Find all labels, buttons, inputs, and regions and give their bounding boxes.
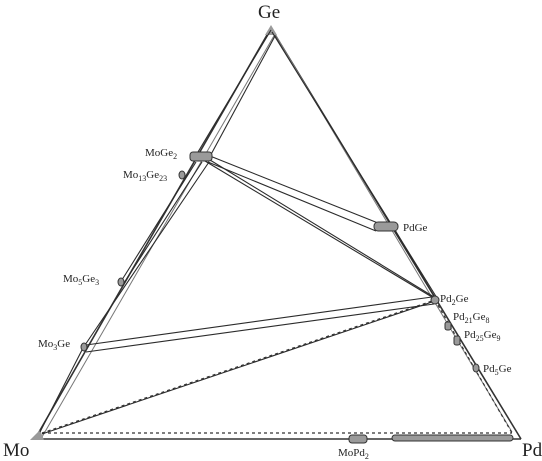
pd5ge-region — [472, 363, 480, 373]
mo3ge-region — [80, 342, 88, 352]
phase-regions — [80, 151, 514, 444]
pd21ge8-label: Pd21Ge8 — [453, 311, 489, 325]
pd2ge-label: Pd2Ge — [440, 293, 469, 307]
pd-label: Pd — [522, 440, 542, 461]
pdge-label: PdGe — [403, 222, 428, 234]
pd2ge-region — [430, 295, 440, 305]
mo-corner-marker — [30, 430, 44, 440]
ge-label: Ge — [258, 2, 280, 23]
pdge-region — [373, 221, 399, 232]
mopd2-region — [348, 434, 368, 444]
mo3ge-label: Mo3Ge — [38, 338, 70, 352]
pd-solid-solution-region — [391, 434, 514, 442]
pd5ge-label: Pd5Ge — [483, 363, 512, 377]
moge2-region — [189, 151, 213, 162]
pd25ge9-region — [453, 335, 461, 346]
tie-lines — [39, 29, 513, 435]
mo13ge23-label: Mo13Ge23 — [123, 169, 167, 183]
mo13ge23-region — [178, 170, 186, 180]
mopd2-label: MoPd2 — [338, 447, 369, 461]
mo5ge3-region — [117, 277, 125, 287]
pd25ge9-label: Pd25Ge9 — [464, 329, 500, 343]
mo-label: Mo — [3, 440, 29, 461]
mo5ge3-label: Mo5Ge3 — [63, 273, 99, 287]
triangle-frame — [34, 27, 522, 440]
moge2-label: MoGe2 — [145, 147, 177, 161]
pd21ge8-region — [444, 321, 452, 331]
edge-mo-ge-inner — [41, 33, 276, 438]
